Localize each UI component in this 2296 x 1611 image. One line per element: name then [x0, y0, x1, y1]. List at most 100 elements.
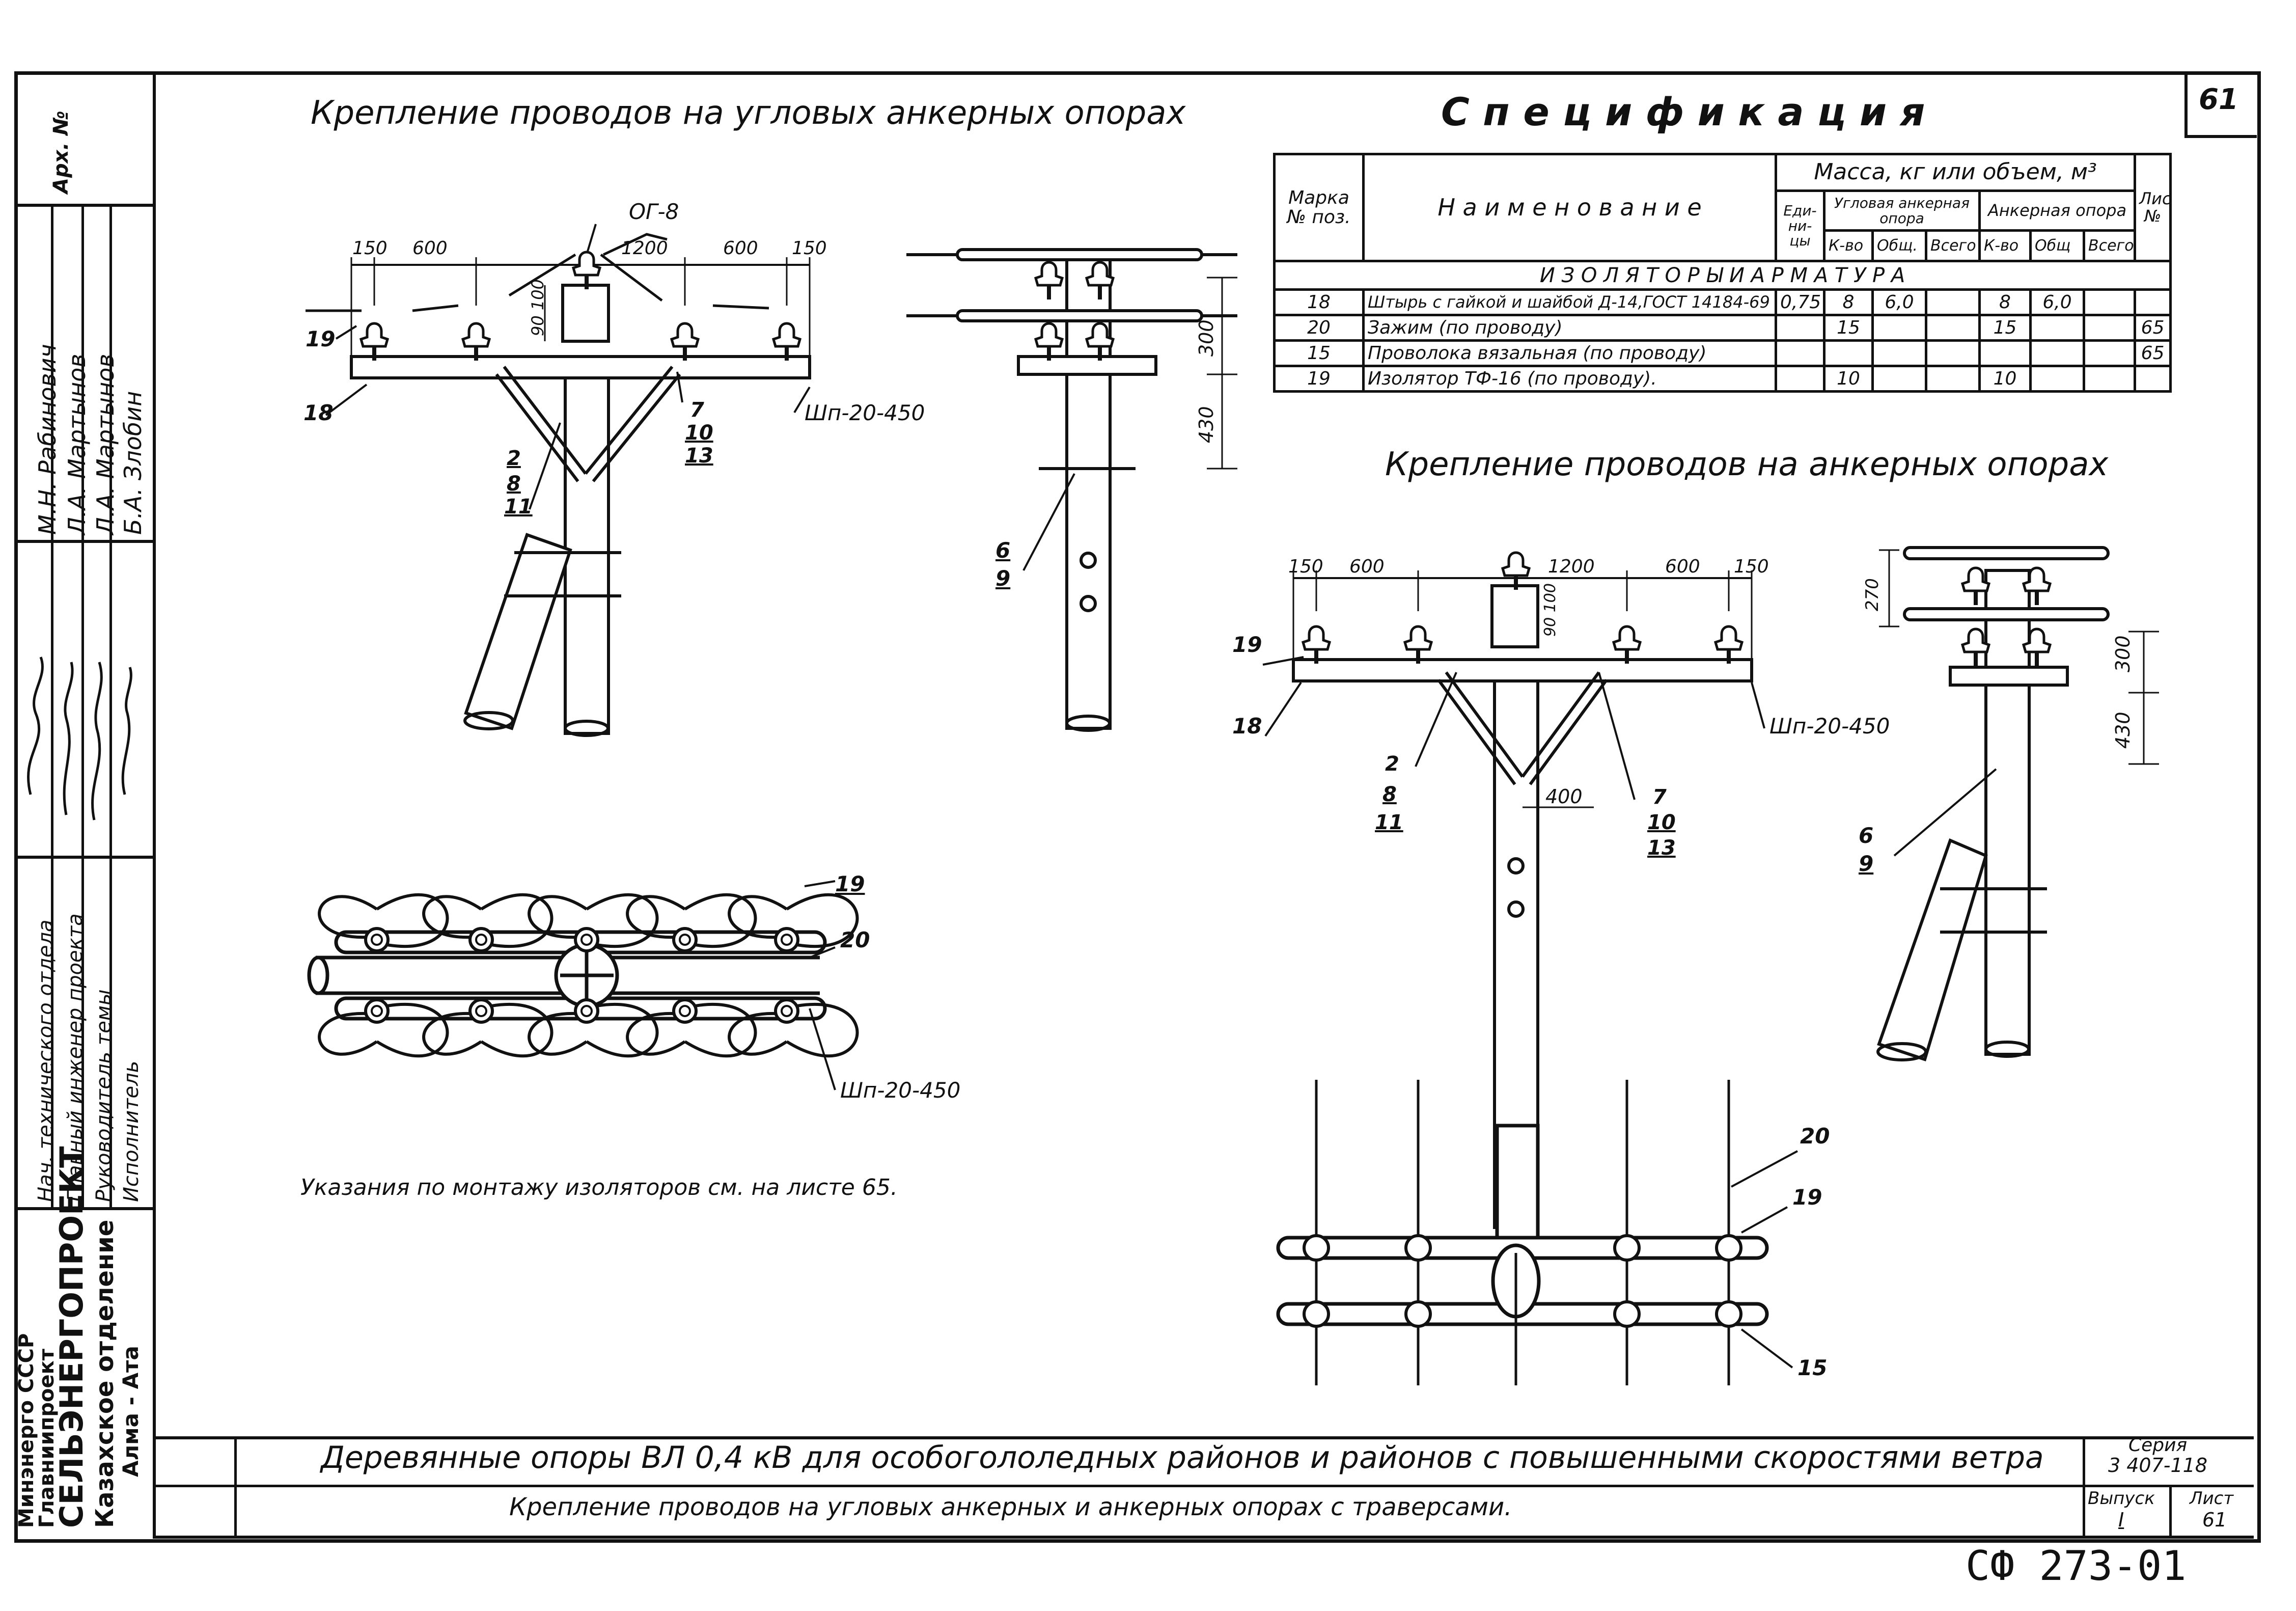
pos-7-a: 7: [690, 398, 704, 422]
pos-6-b: 6: [1859, 823, 1874, 848]
pos-10-b: 10: [1647, 811, 1676, 834]
title-block-col-c: [2169, 1485, 2172, 1538]
page-number-box: [2184, 71, 2257, 138]
pos-7-b: 7: [1652, 785, 1667, 809]
dim-150-a: 150: [352, 238, 388, 259]
issue-label: Выпуск: [2088, 1488, 2155, 1509]
row-total-one-2: 6,0: [2029, 288, 2085, 316]
pos-20-a: 20: [840, 927, 870, 952]
drawing-title-line-1: Деревянные опоры ВЛ 0,4 кВ для особоголо…: [321, 1440, 2044, 1476]
bottom-strip-line: [153, 1536, 2254, 1539]
dim-300-b: 300: [2112, 635, 2134, 672]
wires-corner-front: [306, 233, 769, 312]
row-total-one: 6,0: [1871, 288, 1927, 316]
sheet-value: 61: [2202, 1509, 2227, 1531]
row-qty: 8: [1823, 288, 1874, 316]
strip-col-2: [81, 204, 84, 1207]
row-sheet: 65: [2134, 339, 2172, 367]
row-total-all-2: [2082, 314, 2137, 342]
pos-11-b: 11: [1375, 811, 1403, 834]
header-anchor-support: Анкерная опора: [1978, 189, 2137, 232]
row-name: Проволока вязальная (по проводу): [1362, 339, 1777, 367]
title-block-divider: [153, 1485, 2254, 1487]
row-total-all: [1925, 288, 1981, 316]
row-pos: 18: [1273, 288, 1365, 316]
drawing-frame: [14, 71, 2261, 1543]
pos-9-a: 9: [995, 566, 1011, 591]
label-og8: ОГ-8: [629, 199, 679, 224]
row-total-all: [1925, 314, 1981, 342]
table-row: 19 Изолятор ТФ-16 (по проводу). 10 10: [1273, 365, 2172, 393]
drawing-corner-side: [906, 248, 1237, 732]
dim-150-c: 150: [1288, 556, 1323, 577]
row-unit: 0,75: [1775, 288, 1825, 316]
series-value: 3 407-118: [2108, 1454, 2208, 1477]
row-qty-2: 15: [1978, 314, 2032, 342]
dim-90-100-b: 90 100: [1541, 583, 1559, 637]
insulator-icon: [1036, 262, 1062, 299]
strip-col-3: [109, 204, 112, 1207]
dim-270: 270: [1862, 578, 1883, 611]
row-pos: 19: [1273, 365, 1365, 393]
pos-9-b: 9: [1859, 851, 1874, 876]
strip-col-1: [51, 204, 53, 1207]
dim-600-a: 600: [412, 238, 448, 259]
label-shp-c: Шп-20-450: [1769, 714, 1890, 739]
header-total-one: Общ.: [1871, 229, 1927, 262]
dim-300-a: 300: [1195, 319, 1218, 357]
table-row: 15 Проволока вязальная (по проводу) 65: [1273, 339, 2172, 367]
row-qty-2: [1978, 339, 2032, 367]
series-label: Серия: [2128, 1435, 2188, 1456]
pos-6-a: 6: [995, 538, 1011, 563]
header-mark: Марка № поз.: [1273, 153, 1365, 262]
dim-400: 400: [1545, 785, 1583, 808]
pos-20-b: 20: [1800, 1124, 1830, 1149]
header-qty-2: К-во: [1978, 229, 2032, 262]
pos-19-b: 19: [835, 871, 865, 896]
pos-11-a: 11: [504, 495, 533, 518]
row-total-all: [1925, 339, 1981, 367]
pos-2-b: 2: [1385, 752, 1399, 776]
sheet-label: Лист: [2190, 1488, 2234, 1509]
bottom-band-line: [153, 1436, 2254, 1439]
pos-18-a: 18: [303, 400, 334, 425]
pos-13-a: 13: [685, 444, 713, 468]
drawing-binding-plan-right: [1276, 1080, 1798, 1385]
row-qty: [1823, 339, 1874, 367]
header-mass: Масса, кг или объем, м³: [1774, 153, 2137, 192]
mounting-note: Указания по монтажу изоляторов см. на ли…: [300, 1175, 898, 1200]
pos-8-a: 8: [507, 472, 521, 496]
dim-150-d: 150: [1734, 556, 1769, 577]
right-section-title: Крепление проводов на анкерных опорах: [1385, 446, 2109, 483]
label-shp-b: Шп-20-450: [840, 1078, 961, 1103]
pos-19-a: 19: [306, 326, 336, 351]
row-total-all: [1925, 365, 1981, 393]
drawing-title-line-2: Крепление проводов на угловых анкерных и…: [509, 1493, 1512, 1521]
row-sheet: 65: [2134, 314, 2172, 342]
row-qty-2: 10: [1978, 365, 2032, 393]
row-unit: [1775, 339, 1825, 367]
specification-table: Марка № поз. Н а и м е н о в а н и е Мас…: [1273, 153, 2172, 393]
row-total-one-2: [2029, 339, 2085, 367]
table-row: 18 Штырь с гайкой и шайбой Д-14,ГОСТ 141…: [1273, 288, 2172, 316]
spec-title: С п е ц и ф и к а ц и я: [1441, 89, 1925, 134]
row-total-one-2: [2029, 314, 2085, 342]
dim-430-a: 430: [1195, 406, 1218, 443]
header-qty: К-во: [1823, 229, 1874, 262]
row-pos: 15: [1273, 339, 1365, 367]
row-total-all-2: [2082, 365, 2137, 393]
pos-18-b: 18: [1232, 714, 1262, 739]
title-block-col-a: [234, 1436, 237, 1538]
row-name: Зажим (по проводу): [1362, 314, 1777, 342]
archive-stamp: СФ 273-01: [1966, 1542, 2187, 1590]
group-insulators-fittings: И З О Л Я Т О Р Ы И А Р М А Т У Р А: [1273, 260, 2172, 291]
insulator-rings-right: [1303, 1234, 1742, 1328]
left-section-title: Крепление проводов на угловых анкерных о…: [311, 94, 1186, 132]
header-name: Н а и м е н о в а н и е: [1362, 153, 1777, 262]
page-number: 61: [2199, 83, 2238, 116]
row-qty: 15: [1823, 314, 1874, 342]
left-strip-border: [14, 71, 156, 1536]
row-total-one: [1871, 314, 1927, 342]
row-pos: 20: [1273, 314, 1365, 342]
